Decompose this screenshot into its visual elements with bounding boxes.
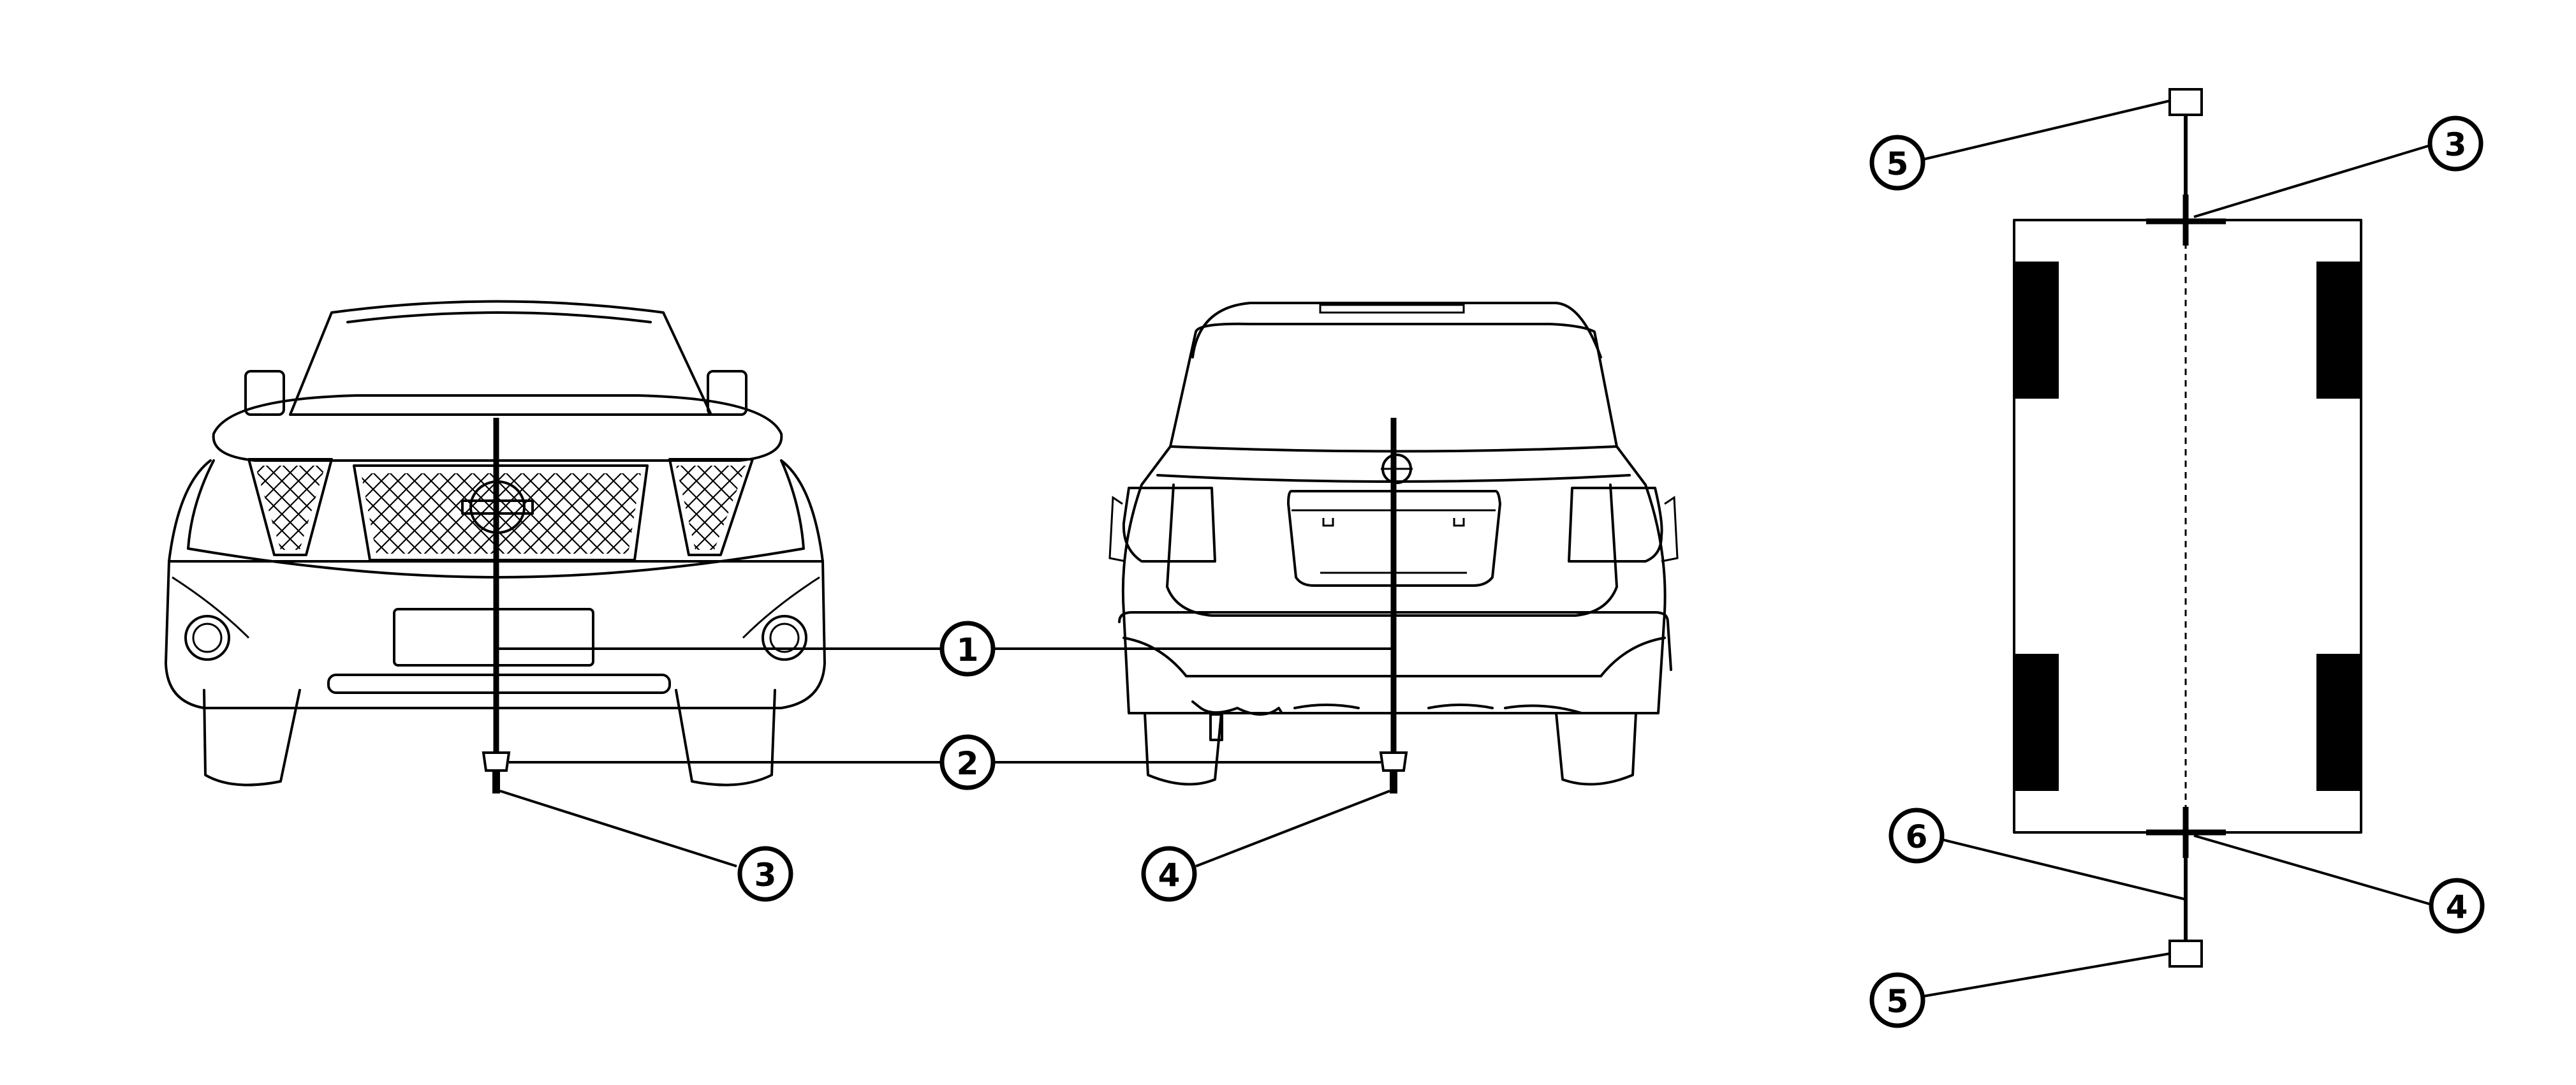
rear-license-lamp-right xyxy=(1453,518,1465,527)
front-left-fog-light-inner xyxy=(192,623,223,653)
rear-left-tire xyxy=(1144,712,1223,786)
front-left-mirror xyxy=(244,370,285,416)
callout-6-label: 6 xyxy=(1906,818,1928,855)
rear-license-lamp-left xyxy=(1322,518,1334,527)
callout-5-bottom-label: 5 xyxy=(1887,983,1909,1020)
front-grille-left-mesh xyxy=(255,466,325,550)
plan-vehicle-outline xyxy=(2013,219,2362,834)
plan-tire-front-left xyxy=(2014,262,2059,399)
callout-2-label: 2 xyxy=(957,745,979,782)
callout-4-plan-label: 4 xyxy=(2446,889,2468,926)
front-right-fog-light xyxy=(762,615,807,661)
leader-4-plan xyxy=(2193,834,2432,906)
callout-4-rear-label: 4 xyxy=(1158,857,1181,894)
plan-tire-front-right xyxy=(2316,262,2361,399)
front-left-fog-light xyxy=(184,615,230,661)
rear-window xyxy=(1169,322,1618,453)
rear-roof xyxy=(1191,302,1602,358)
rear-license-plate-recess xyxy=(1287,490,1501,587)
callout-4-plan: 4 xyxy=(2429,878,2485,934)
front-right-mirror xyxy=(707,370,747,416)
front-left-fascia-crease xyxy=(172,576,250,639)
callout-1: 1 xyxy=(939,621,996,677)
callout-3-front-label: 3 xyxy=(754,857,777,894)
plan-rear-stake xyxy=(2168,940,2203,968)
front-plumb-bob-tip xyxy=(492,771,500,793)
front-windshield xyxy=(289,300,712,416)
callout-1-label: 1 xyxy=(957,631,979,668)
callout-6: 6 xyxy=(1888,808,1945,864)
plan-front-stake xyxy=(2168,88,2203,116)
front-left-tire xyxy=(203,689,301,786)
front-body-outline xyxy=(165,459,826,709)
leader-4-rear xyxy=(1195,790,1390,867)
front-grille-left-frame xyxy=(247,458,333,556)
rear-bumper-lower-line xyxy=(1122,637,1666,677)
callout-5-bottom: 5 xyxy=(1869,972,1925,1028)
rear-plumb-bob-tip xyxy=(1390,771,1397,793)
callout-2: 2 xyxy=(939,734,996,790)
rear-bumper xyxy=(1118,611,1672,671)
leader-3-front xyxy=(499,790,737,867)
callout-5-top-label: 5 xyxy=(1887,145,1909,182)
front-plumb-bob xyxy=(482,751,511,772)
leader-6 xyxy=(1938,838,2186,901)
plan-tire-rear-right xyxy=(2316,654,2361,791)
rear-plumb-bob xyxy=(1379,751,1408,772)
front-right-fog-light-inner xyxy=(769,623,800,653)
rear-high-mount-brake-light xyxy=(1319,304,1465,314)
callout-3-plan-label: 3 xyxy=(2445,126,2467,163)
plan-tire-rear-left xyxy=(2014,654,2059,791)
rear-diffuser-slot-1 xyxy=(1293,704,1360,709)
rear-right-tire xyxy=(1555,712,1637,786)
front-roof-line xyxy=(346,311,652,323)
leader-5-bottom xyxy=(1922,952,2170,998)
front-grille-right-frame xyxy=(668,458,754,556)
rear-right-lamp-edge xyxy=(1661,496,1679,563)
rear-diffuser-slot-2 xyxy=(1427,704,1494,709)
callout-3-plan: 3 xyxy=(2427,115,2484,172)
rear-left-lamp-edge xyxy=(1108,496,1126,563)
rear-diffuser-left xyxy=(1191,700,1283,716)
front-right-tire xyxy=(675,689,776,786)
rear-diffuser-right xyxy=(1504,704,1583,714)
front-right-fascia-crease xyxy=(742,576,820,639)
front-grille-center-frame xyxy=(353,464,649,561)
rear-view-vehicle xyxy=(1108,302,1679,786)
leader-3-plan xyxy=(2193,144,2431,218)
rear-right-tail-light xyxy=(1568,487,1663,563)
rear-left-tail-light xyxy=(1122,487,1216,563)
rear-hitch-mount xyxy=(1209,713,1223,741)
leader-5-top xyxy=(1922,100,2170,161)
plan-view xyxy=(2013,88,2362,968)
callout-4-rear: 4 xyxy=(1141,846,1197,902)
callout-5-top: 5 xyxy=(1869,135,1925,191)
callout-3-front: 3 xyxy=(737,846,793,902)
